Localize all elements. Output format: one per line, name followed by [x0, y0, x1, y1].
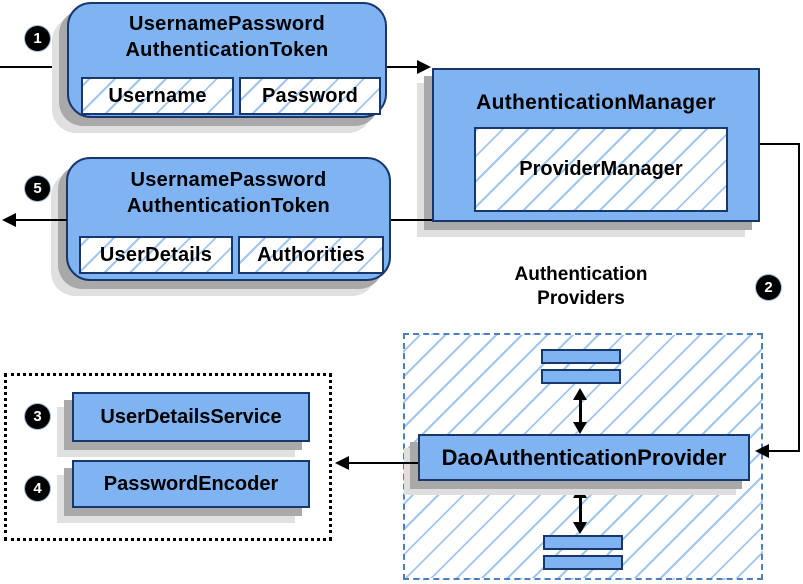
authorities-field: Authorities	[238, 236, 384, 274]
provider-manager-box: ProviderManager	[474, 127, 728, 212]
manager-to-provider-line-vertical	[798, 143, 800, 452]
user-details-service-label: UserDetailsService	[100, 405, 282, 428]
manager-to-provider-line-top	[760, 143, 800, 145]
double-arrow-shaft	[579, 496, 582, 524]
step-2-badge: 2	[756, 275, 781, 300]
provider-to-services-line	[347, 462, 418, 464]
dao-authentication-provider-box: DaoAuthenticationProvider	[418, 434, 750, 481]
step-4-badge: 4	[25, 476, 50, 501]
dao-authentication-provider-label: DaoAuthenticationProvider	[441, 444, 727, 470]
response-token-title-line1: UsernamePassword	[130, 169, 327, 191]
double-arrow-up-icon	[573, 388, 587, 400]
provider-placeholder-bar	[541, 369, 621, 384]
arrow-left-icon	[2, 213, 16, 227]
request-token-title-line2: AuthenticationToken	[125, 39, 329, 61]
double-arrow-down-icon	[573, 522, 587, 534]
authentication-providers-label-line2: Providers	[537, 288, 625, 309]
double-arrow-shaft	[579, 398, 582, 424]
username-field: Username	[81, 77, 234, 115]
provider-placeholder-bar	[543, 535, 623, 550]
provider-manager-label: ProviderManager	[519, 158, 683, 180]
arrow-left-icon	[755, 444, 769, 458]
user-details-service-box: UserDetailsService	[72, 392, 310, 442]
response-token-title-line2: AuthenticationToken	[126, 195, 331, 217]
provider-placeholder-bar	[543, 555, 623, 570]
password-encoder-box: PasswordEncoder	[72, 460, 310, 508]
authentication-providers-label: Authentication Providers	[456, 263, 706, 311]
double-arrow-down-icon	[573, 422, 587, 434]
request-token-title-line1: UsernamePassword	[128, 13, 325, 35]
step-3-badge: 3	[25, 404, 50, 429]
arrow-right-icon	[417, 60, 431, 74]
incoming-request-line	[0, 66, 70, 68]
authentication-manager-label: AuthenticationManager	[476, 91, 716, 114]
arrow-token-to-manager-line	[387, 66, 419, 68]
double-arrow-up-icon	[573, 486, 587, 498]
step-1-badge: 1	[25, 26, 50, 51]
provider-placeholder-bar	[541, 349, 621, 364]
password-encoder-label: PasswordEncoder	[103, 472, 279, 495]
manager-to-response-line	[391, 219, 432, 221]
request-token-box: UsernamePassword AuthenticationToken Use…	[67, 2, 387, 118]
arrow-left-icon	[335, 456, 349, 470]
password-field: Password	[239, 77, 381, 115]
outgoing-response-line	[13, 219, 67, 221]
authentication-providers-label-line1: Authentication	[514, 264, 648, 285]
manager-to-provider-line-bottom	[768, 450, 800, 452]
authentication-manager-box: AuthenticationManager ProviderManager	[432, 68, 760, 222]
response-token-box: UsernamePassword AuthenticationToken Use…	[66, 157, 391, 281]
user-details-field: UserDetails	[79, 236, 233, 274]
step-5-badge: 5	[25, 176, 50, 201]
